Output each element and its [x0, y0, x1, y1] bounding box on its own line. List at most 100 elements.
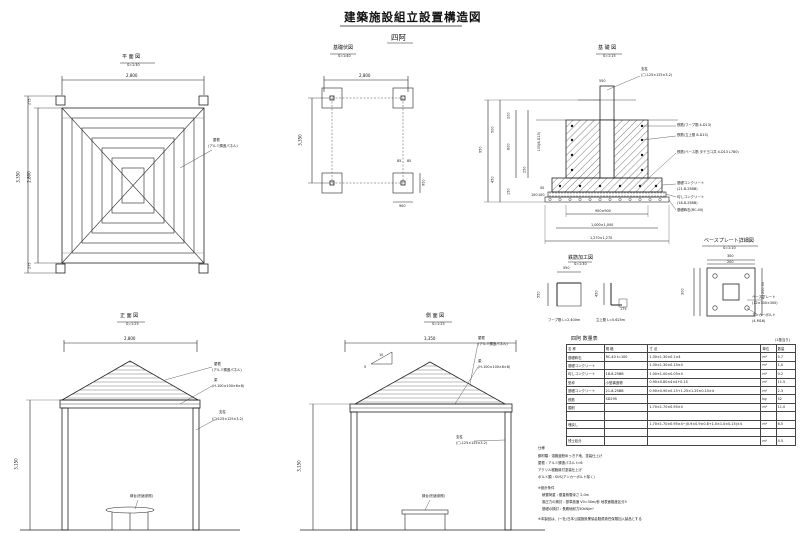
table-cell: 21-8-25BB [603, 385, 649, 396]
front-beam-spec: (H-100×100×6×8) [212, 384, 245, 388]
section-inner2: 1,000×1,000 [591, 223, 614, 227]
foundation-caption: 基礎伏図 [333, 45, 354, 51]
table-cell: 1.0 [775, 360, 797, 371]
foundation-offset: 85 [397, 159, 402, 163]
section-gravel: 基礎砕石(RC-40) [677, 208, 704, 212]
baseplate-plate-label: ベースプレート [752, 295, 776, 299]
section-dim-50: 50 [540, 186, 545, 190]
quantity-header: 数量 [775, 343, 797, 354]
drawing-title: 建築施設組立設置構造図 [344, 10, 482, 24]
table-cell: RC-40 t=100 [603, 352, 649, 362]
table-cell [775, 411, 797, 421]
foundation-size: 900 [399, 204, 406, 208]
specs-header: 仕様 [538, 446, 545, 450]
section-left-rebar: 100(8-D13) [537, 131, 542, 152]
plan-edge-dim-bottom: 275 [27, 262, 32, 269]
table-cell: 1.30×1.30×0.15×4 [647, 360, 762, 371]
baseplate-detail [693, 245, 763, 317]
foundation-size-v: 900 [421, 179, 426, 186]
section-inner1: 900×900 [595, 209, 611, 213]
baseplate-caption: ベースプレート詳細図 [704, 238, 754, 244]
table-cell: 0.90×0.80×4×4+0.15 [647, 377, 762, 387]
specs-line: 鋼材類 : 溶融亜鉛めっき下地、塗装仕上げ [538, 454, 603, 458]
section-dim-800: 800 [506, 143, 511, 150]
table-cell [775, 427, 797, 438]
table-cell [603, 427, 649, 438]
section-caption: 基 礎 図 [598, 45, 617, 51]
table-cell: 52 [775, 394, 797, 404]
table-cell [603, 411, 649, 421]
table-cell: m³ [760, 402, 777, 413]
side-slope-h: 10 [379, 353, 384, 357]
table-cell: 鉄筋 [566, 394, 605, 404]
table-cell [603, 360, 649, 371]
table-cell: 基礎コンクリート [566, 360, 605, 371]
section-lean-concrete: 均しコンクリート [677, 195, 705, 199]
plan-edge-dim-top: 275 [27, 98, 32, 105]
section-concrete-base-spec: (21-8-25BB) [677, 187, 698, 191]
side-height-dim: 3,150 [296, 460, 302, 472]
section-rebar-hoop: 鉄筋(フープ筋 4-D13) [677, 123, 712, 127]
front-column-label: 支柱 [219, 410, 226, 414]
table-cell [603, 402, 649, 413]
design-line: 積雪荷重 : 垂直積雪深さ 2.0m [542, 493, 589, 497]
section-concrete-base: 基礎コンクリート [677, 181, 705, 185]
table-cell: m² [760, 377, 777, 387]
foundation-width-dim: 2,800 [359, 73, 371, 78]
front-width-dim: 2,800 [124, 336, 136, 341]
specs-line: ボルト類 : SUS(アンカーボルト除く) [538, 475, 595, 479]
quantity-header: 名 称 [566, 343, 605, 354]
baseplate-dim-300-v: 300 [680, 288, 685, 295]
section-dim-950: 950 [478, 146, 483, 153]
side-width-dim: 3,350 [424, 336, 436, 341]
table-cell: 0.90×0.90×0.15+1.25×1.25×0.15×4 [647, 385, 762, 396]
foundation-height-dim: 3,350 [297, 134, 303, 146]
table-cell [647, 427, 762, 438]
section-outer: 1,270×1,270 [590, 236, 613, 240]
rebar-dim-550: 550 [563, 266, 570, 270]
section-dim-200: 200 [506, 112, 511, 119]
table-cell: 基礎砕石 [566, 352, 605, 362]
table-cell: 11.0 [775, 402, 797, 413]
baseplate-dim-200: 200 [727, 260, 734, 264]
quantity-header: 寸 法 [647, 343, 762, 354]
quantity-header: 単位 [760, 343, 777, 354]
table-cell: 2.3 [775, 385, 797, 396]
specs-line: アクリル樹脂焼付塗装仕上げ [538, 468, 582, 472]
plan-caption: 平 面 図 [122, 54, 141, 60]
rebar-vert-length: 立上筋 L=0.625m [596, 318, 625, 322]
table-cell: 6.5 [775, 419, 797, 429]
table-cell [647, 411, 762, 421]
table-cell: m³ [760, 352, 777, 362]
front-column-spec: (□-125×125×3.2) [212, 417, 244, 421]
rebar-dim-450: 450 [594, 290, 599, 297]
quantity-caption: 四阿 数量表 [571, 336, 598, 342]
table-cell: kg [760, 394, 777, 404]
insurance-note: ※本製品は、(一社)日本公園施設業協会賠償責任保険加入製品とする [538, 517, 642, 521]
side-column-label: 支柱 [456, 435, 463, 439]
side-roof-spec: (アルミ鋳造パネル) [478, 342, 508, 346]
side-beam-spec: (H-100×100×6×8) [478, 365, 511, 369]
table-cell: m³ [760, 360, 777, 371]
front-view [20, 321, 240, 531]
table-cell: m³ [760, 419, 777, 429]
design-header: ※設計条件 [538, 486, 555, 490]
table-cell: m³ [760, 369, 777, 379]
rebar-detail [547, 261, 628, 308]
section-scale: S=1:15 [603, 54, 616, 58]
plan-width-dim: 2,800 [126, 73, 138, 78]
table-cell: 残土処分 [566, 436, 605, 446]
table-cell: 11.5 [775, 377, 797, 387]
table-cell: 18-8-25BB [603, 369, 649, 379]
side-roof-label: 屋根 [478, 336, 485, 340]
plan-roof-label: 屋根 [213, 138, 220, 142]
table-cell: 1.30×1.30×0.1×4 [647, 352, 762, 362]
section-dim-550: 550 [599, 79, 606, 83]
